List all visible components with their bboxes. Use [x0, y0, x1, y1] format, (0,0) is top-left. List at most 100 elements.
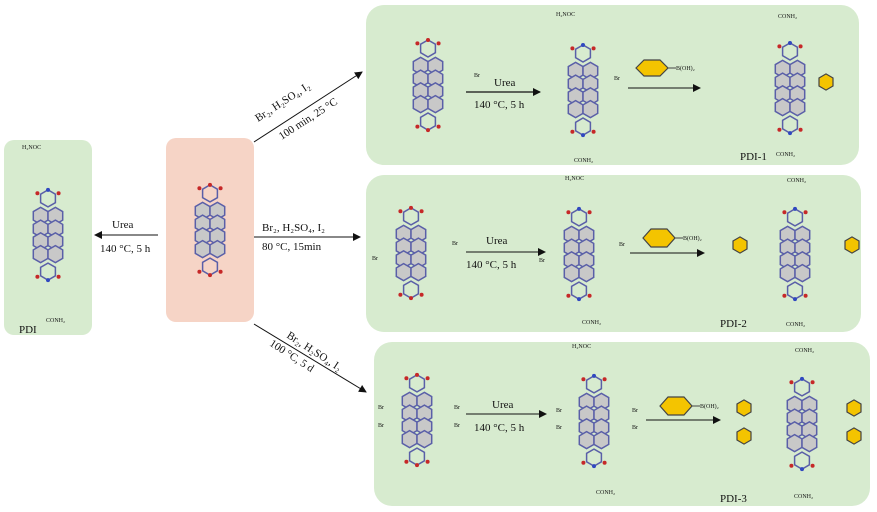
nitrogen-atom [793, 206, 797, 211]
r3-br-start-d: Br [454, 423, 460, 429]
aromatic-ring [209, 239, 226, 259]
route1-panel [366, 5, 859, 165]
aromatic-ring [395, 262, 412, 282]
pdi-top-sub: H₂NOC [22, 145, 41, 151]
oxygen-atom [798, 44, 803, 49]
route2-start-molecule [395, 205, 427, 301]
r1-prod-bottom: CONH₂ [776, 152, 795, 158]
aromatic-ring [567, 99, 584, 119]
top-imide-ring [201, 184, 219, 203]
route2-urea-conditions: 140 °C, 5 h [466, 259, 517, 271]
oxygen-atom [218, 186, 223, 191]
r1-int-top: H₂NOC [556, 12, 575, 18]
top-imide-ring [402, 207, 420, 226]
oxygen-atom [398, 209, 403, 214]
r3-br-int-c: Br [556, 425, 562, 431]
nitrogen-atom [592, 373, 596, 378]
r2-prod-bottom: CONH₂ [786, 322, 805, 328]
top-imide-ring [793, 378, 811, 397]
pdi-bottom-sub: CONH₂ [46, 318, 65, 324]
aromatic-ring [47, 244, 64, 264]
oxygen-atom [810, 463, 815, 468]
aromatic-ring [563, 263, 580, 283]
oxygen-atom [218, 269, 223, 274]
oxygen-atom [197, 269, 202, 274]
aromatic-ring [427, 94, 444, 114]
r3-int-top: H₂NOC [572, 344, 591, 350]
nitrogen-atom [793, 297, 797, 302]
route1-phenylboronic-acid: B(OH)₂ [635, 59, 695, 77]
nitrogen-atom [788, 41, 792, 45]
left-urea-conditions: 140 °C, 5 h [100, 243, 151, 255]
oxygen-atom [570, 129, 575, 134]
r3-prod-top: CONH₂ [795, 348, 814, 354]
oxygen-atom [35, 191, 40, 196]
r3-br-int-a: Br [556, 408, 562, 414]
aromatic-ring [416, 429, 433, 449]
oxygen-atom [436, 124, 441, 129]
route3-urea-conditions: 140 °C, 5 h [474, 422, 525, 434]
phenyl-substituent [736, 399, 752, 417]
top-imide-ring [574, 44, 592, 63]
aromatic-ring [578, 430, 595, 450]
phenyl-substituent [818, 73, 834, 91]
top-imide-ring [39, 189, 57, 208]
oxygen-atom [566, 210, 571, 215]
oxygen-atom [581, 460, 586, 465]
oxygen-atom [425, 376, 430, 381]
oxygen-atom [425, 459, 430, 464]
arrow-route1 [253, 71, 363, 143]
oxygen-atom [415, 463, 419, 468]
nitrogen-atom [581, 133, 585, 138]
nitrogen-atom [577, 206, 581, 211]
phenyl-substituent [732, 236, 748, 254]
r2-int-top: H₂NOC [565, 176, 584, 182]
aromatic-ring [32, 244, 49, 264]
aromatic-ring [786, 433, 803, 453]
nitrogen-atom [800, 376, 804, 381]
aromatic-ring [410, 262, 427, 282]
route3-intermediate-molecule [578, 373, 610, 469]
r2-br-start-b: Br [372, 256, 378, 262]
r3-int-bottom: CONH₂ [596, 490, 615, 496]
route2-product-molecule [732, 206, 860, 302]
oxygen-atom [587, 293, 592, 298]
oxygen-atom [35, 274, 40, 279]
oxygen-atom [810, 380, 815, 385]
aromatic-ring [578, 263, 595, 283]
oxygen-atom [782, 293, 787, 298]
r3-br-int-b: Br [632, 408, 638, 414]
route1-boronic-label: B(OH)₂ [676, 65, 695, 72]
r3-prod-bottom: CONH₂ [794, 494, 813, 500]
oxygen-atom [415, 372, 419, 377]
r2-prod-top: CONH₂ [787, 178, 806, 184]
top-imide-ring [419, 39, 437, 58]
oxygen-atom [208, 273, 212, 278]
top-imide-ring [570, 208, 588, 227]
arrow-route3 [253, 323, 367, 393]
oxygen-atom [789, 463, 794, 468]
oxygen-atom [419, 292, 424, 297]
left-urea-label: Urea [112, 219, 133, 231]
aromatic-ring [779, 263, 796, 283]
oxygen-atom [570, 46, 575, 51]
oxygen-atom [602, 377, 607, 382]
aromatic-ring [412, 94, 429, 114]
oxygen-atom [398, 292, 403, 297]
oxygen-atom [782, 210, 787, 215]
aromatic-ring [789, 97, 806, 117]
route3-boronic-label: B(OH)₂ [700, 403, 719, 410]
oxygen-atom [581, 377, 586, 382]
r2-br-start-a: Br [452, 241, 458, 247]
nitrogen-atom [46, 278, 50, 283]
nitrogen-atom [788, 131, 792, 136]
r3-br-start-c: Br [378, 423, 384, 429]
aromatic-ring [582, 99, 599, 119]
phenyl-substituent [846, 427, 862, 445]
r2-int-bottom: CONH₂ [582, 320, 601, 326]
route2-boronic-label: B(OH)₂ [683, 235, 702, 242]
phenyl-substituent [736, 427, 752, 445]
oxygen-atom [436, 41, 441, 46]
top-imide-ring [786, 208, 804, 227]
pdi-label: PDI [19, 324, 37, 336]
